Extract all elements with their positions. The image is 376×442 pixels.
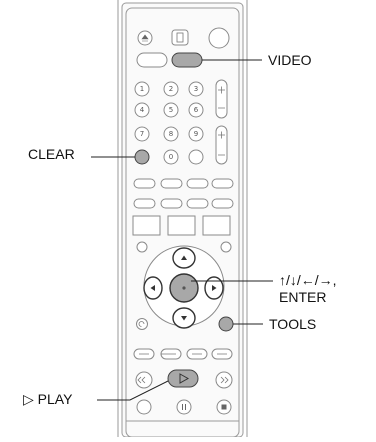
- func-button-5[interactable]: [133, 198, 156, 209]
- large-key-2[interactable]: [167, 215, 196, 236]
- video-button[interactable]: [171, 52, 203, 68]
- key-9-label: 9: [194, 130, 198, 138]
- key-0[interactable]: [163, 149, 179, 165]
- rewind-button[interactable]: [135, 371, 153, 389]
- key-5[interactable]: [163, 102, 179, 118]
- callout-lines: [91, 59, 273, 401]
- func-button-6[interactable]: [160, 198, 183, 209]
- function-buttons-row-1: [133, 178, 234, 189]
- key-3[interactable]: [188, 81, 204, 97]
- clear-label: CLEAR: [28, 146, 75, 162]
- key-3-label: 3: [194, 85, 198, 93]
- arrow-left-button[interactable]: [143, 276, 163, 300]
- stop-button[interactable]: [216, 399, 232, 415]
- enter-dot-icon: [182, 286, 186, 290]
- tools-button[interactable]: [218, 316, 234, 332]
- func-button-1[interactable]: [133, 178, 156, 189]
- function-buttons-row-2: [133, 198, 234, 209]
- key-8-label: 8: [169, 130, 173, 138]
- transport-row-1: [133, 348, 233, 360]
- record-button[interactable]: [136, 399, 152, 415]
- video-label: VIDEO: [268, 52, 312, 68]
- key-5-label: 5: [169, 106, 173, 114]
- func-button-4[interactable]: [211, 178, 234, 189]
- large-keys-row: [132, 215, 231, 236]
- func-button-8[interactable]: [211, 198, 234, 209]
- key-7[interactable]: [134, 126, 150, 142]
- play-callout-line: [97, 380, 169, 401]
- pause-button[interactable]: [176, 399, 192, 415]
- tools-label: TOOLS: [269, 316, 317, 332]
- channel-rocker[interactable]: [215, 79, 228, 119]
- key-7-label: 7: [140, 130, 144, 138]
- input-select-button[interactable]: [136, 52, 168, 68]
- side-button-left[interactable]: [136, 241, 148, 253]
- eject-button[interactable]: [137, 30, 153, 46]
- func-button-3[interactable]: [186, 178, 209, 189]
- open-close-button[interactable]: [171, 29, 189, 46]
- key-1[interactable]: [134, 81, 150, 97]
- return-button[interactable]: [136, 318, 148, 330]
- play-button[interactable]: [167, 369, 199, 388]
- func-button-7[interactable]: [186, 198, 209, 209]
- fast-forward-button[interactable]: [215, 371, 233, 389]
- arrow-right-button[interactable]: [204, 276, 224, 300]
- key-blank[interactable]: [188, 149, 204, 165]
- key-0-label: 0: [169, 153, 173, 161]
- play-label: ▷ PLAY: [23, 391, 73, 407]
- arrows-label: ↑/↓/←/→,: [279, 272, 337, 288]
- key-2-label: 2: [169, 85, 173, 93]
- key-9[interactable]: [188, 126, 204, 142]
- side-button-right[interactable]: [220, 241, 232, 253]
- enter-label: ENTER: [279, 289, 327, 305]
- number-keypad: 1 2 3 4 5 6 7 8 9 0: [134, 81, 204, 165]
- large-key-1[interactable]: [132, 215, 161, 236]
- key-4-label: 4: [140, 106, 145, 114]
- key-8[interactable]: [163, 126, 179, 142]
- large-key-3[interactable]: [202, 215, 231, 236]
- power-button[interactable]: [208, 27, 230, 49]
- func-button-2[interactable]: [160, 178, 183, 189]
- key-4[interactable]: [134, 102, 150, 118]
- key-6[interactable]: [188, 102, 204, 118]
- volume-rocker[interactable]: [215, 125, 228, 165]
- key-1-label: 1: [140, 85, 144, 93]
- key-6-label: 6: [194, 106, 199, 114]
- clear-button[interactable]: [134, 149, 150, 165]
- directional-pad: [143, 245, 225, 329]
- key-2[interactable]: [163, 81, 179, 97]
- arrow-down-button[interactable]: [172, 307, 196, 329]
- arrow-up-button[interactable]: [172, 247, 196, 269]
